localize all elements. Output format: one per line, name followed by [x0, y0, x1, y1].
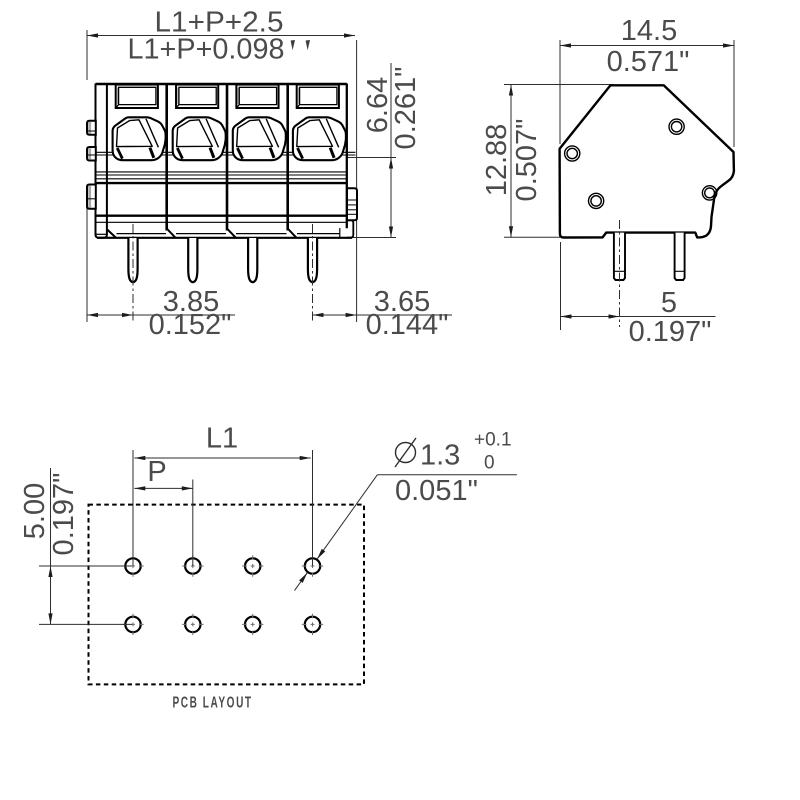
svg-text:0.261": 0.261": [390, 67, 422, 150]
svg-text:6.64: 6.64: [362, 77, 394, 133]
svg-text:3.65: 3.65: [374, 286, 430, 318]
svg-text:5: 5: [661, 287, 677, 319]
svg-text:0.197": 0.197": [48, 473, 80, 556]
svg-text:1.3: 1.3: [420, 440, 460, 472]
svg-text:0.571": 0.571": [607, 46, 690, 78]
svg-text:L1+P+2.5: L1+P+2.5: [155, 7, 284, 39]
svg-text:L1: L1: [206, 423, 238, 455]
svg-text:+0.1: +0.1: [474, 430, 512, 451]
svg-text:3.85: 3.85: [163, 286, 219, 318]
svg-text:5.00: 5.00: [19, 483, 51, 539]
svg-text:12.88: 12.88: [481, 124, 513, 197]
svg-text:14.5: 14.5: [621, 15, 677, 47]
svg-text:L1+P+0.098: L1+P+0.098: [128, 34, 285, 66]
svg-text:0.051": 0.051": [395, 475, 478, 507]
svg-text:0.197": 0.197": [629, 316, 712, 348]
svg-text:0.152": 0.152": [149, 309, 232, 341]
svg-text:P: P: [147, 456, 166, 488]
svg-text:0.144": 0.144": [366, 309, 449, 341]
svg-text:PCB LAYOUT: PCB LAYOUT: [173, 693, 253, 711]
svg-text:0: 0: [484, 453, 495, 474]
svg-text:0.507": 0.507": [511, 119, 543, 202]
